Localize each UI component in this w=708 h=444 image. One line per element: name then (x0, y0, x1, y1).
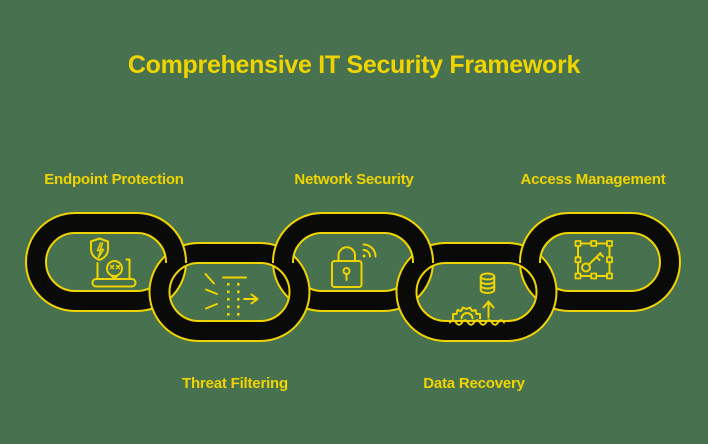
label-data-recovery: Data Recovery (423, 375, 525, 392)
label-access-management: Access Management (520, 171, 666, 188)
chain-weave-patch (519, 212, 561, 263)
chain-weave-patch (272, 212, 314, 263)
threat-filtering-icon (204, 273, 259, 322)
chain-weave-patch (146, 212, 187, 263)
label-endpoint-protection: Endpoint Protection (44, 171, 184, 188)
label-threat-filtering: Threat Filtering (182, 375, 288, 392)
chain-weave-patch (391, 212, 434, 263)
endpoint-protection-icon (90, 237, 137, 288)
data-recovery-icon (449, 272, 505, 326)
label-network-security: Network Security (294, 171, 414, 188)
diagram-title: Comprehensive IT Security Framework (127, 51, 581, 79)
chain-link-4 (395, 242, 558, 342)
access-management-icon (574, 240, 613, 280)
network-security-icon (331, 243, 377, 288)
